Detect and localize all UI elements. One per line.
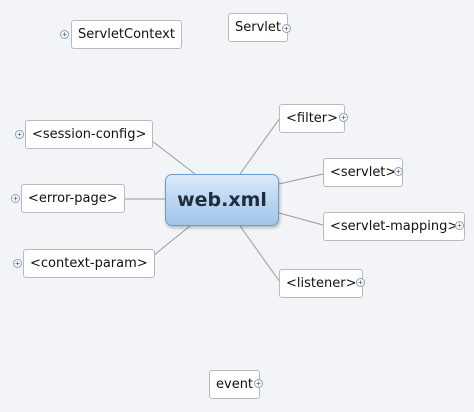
branch-error-page-label: <error-page> [28, 191, 118, 206]
expand-icon[interactable]: + [394, 167, 403, 176]
branch-servlet[interactable]: <servlet> [323, 158, 404, 187]
topic-event[interactable]: event [209, 370, 261, 399]
central-topic-label: web.xml [177, 189, 267, 211]
branch-error-page[interactable]: <error-page> [21, 184, 125, 213]
branch-context-param[interactable]: <context-param> [23, 249, 155, 278]
connector-filter [239, 117, 281, 175]
expand-icon[interactable]: + [60, 30, 69, 39]
branch-session-config-label: <session-config> [32, 127, 147, 142]
branch-context-param-label: <context-param> [30, 256, 148, 271]
expand-icon[interactable]: + [356, 278, 365, 287]
branch-filter[interactable]: <filter> [279, 104, 346, 133]
branch-listener-label: <listener> [286, 276, 357, 291]
expand-icon[interactable]: + [339, 113, 348, 122]
central-topic[interactable]: web.xml [165, 174, 279, 226]
topic-servlet[interactable]: Servlet [228, 13, 288, 42]
topic-servlet-context-label: ServletContext [78, 27, 175, 42]
connector-listener [239, 225, 281, 283]
expand-icon[interactable]: + [11, 194, 20, 203]
connector-servlet [278, 173, 324, 185]
topic-servlet-context[interactable]: ServletContext [71, 20, 182, 49]
topic-servlet-label: Servlet [235, 20, 281, 35]
branch-filter-label: <filter> [286, 111, 339, 126]
branch-servlet-label: <servlet> [330, 165, 397, 180]
expand-icon[interactable]: + [13, 259, 22, 268]
expand-icon[interactable]: + [254, 379, 263, 388]
expand-icon[interactable]: + [15, 130, 24, 139]
branch-servlet-mapping[interactable]: <servlet-mapping> [323, 212, 466, 241]
branch-session-config[interactable]: <session-config> [25, 120, 154, 149]
topic-event-label: event [216, 377, 254, 392]
expand-icon[interactable]: + [282, 24, 291, 33]
connector-servlet-mapping [278, 212, 324, 226]
branch-servlet-mapping-label: <servlet-mapping> [330, 219, 459, 234]
expand-icon[interactable]: + [455, 221, 464, 230]
branch-listener[interactable]: <listener> [279, 269, 364, 298]
